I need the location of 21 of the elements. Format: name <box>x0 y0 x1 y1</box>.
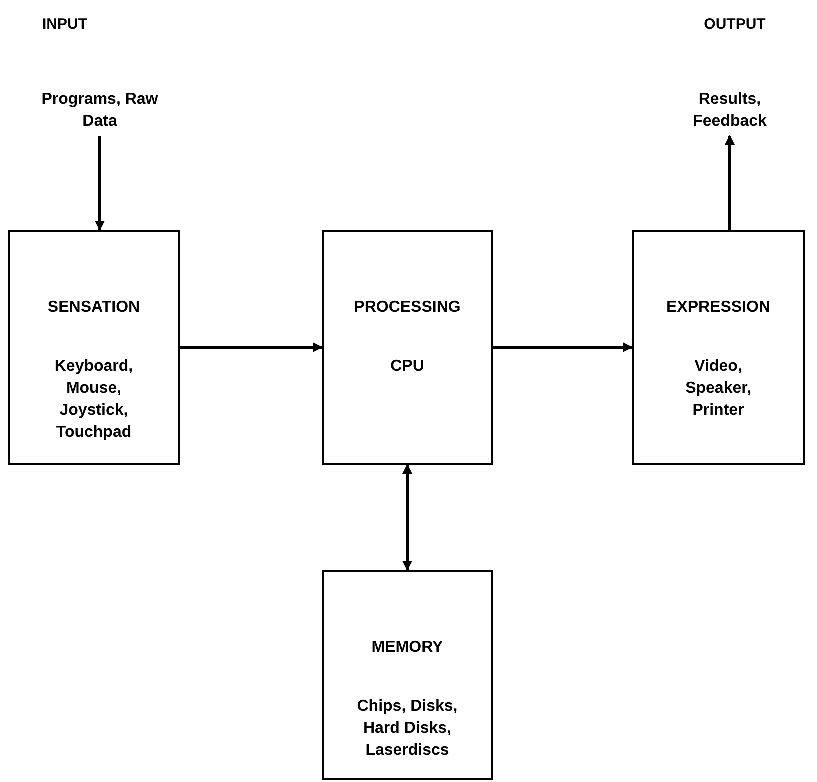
process-box <box>632 230 805 465</box>
box-heading: EXPRESSION <box>666 298 771 318</box>
section-heading: OUTPUT <box>703 15 767 35</box>
box-body: Keyboard, Mouse, Joystick, Touchpad <box>54 357 134 443</box>
box-heading: PROCESSING <box>354 298 461 318</box>
section-heading: INPUT <box>42 15 88 35</box>
arrow <box>95 136 105 231</box>
box-body: CPU <box>390 357 424 377</box>
box-heading: SENSATION <box>48 298 140 318</box>
arrow <box>180 342 323 352</box>
arrow <box>725 135 735 230</box>
process-box <box>322 570 493 780</box>
process-box <box>8 230 180 465</box>
box-heading: MEMORY <box>372 638 444 658</box>
io-text: Results, Feedback <box>670 86 790 136</box>
box-body: Video, Speaker, Printer <box>684 357 752 421</box>
box-body: Chips, Disks, Hard Disks, Laserdiscs <box>356 697 459 761</box>
arrow <box>402 464 412 571</box>
arrow <box>493 342 633 352</box>
io-text: Programs, Raw Data <box>40 86 160 136</box>
process-box <box>322 230 493 465</box>
